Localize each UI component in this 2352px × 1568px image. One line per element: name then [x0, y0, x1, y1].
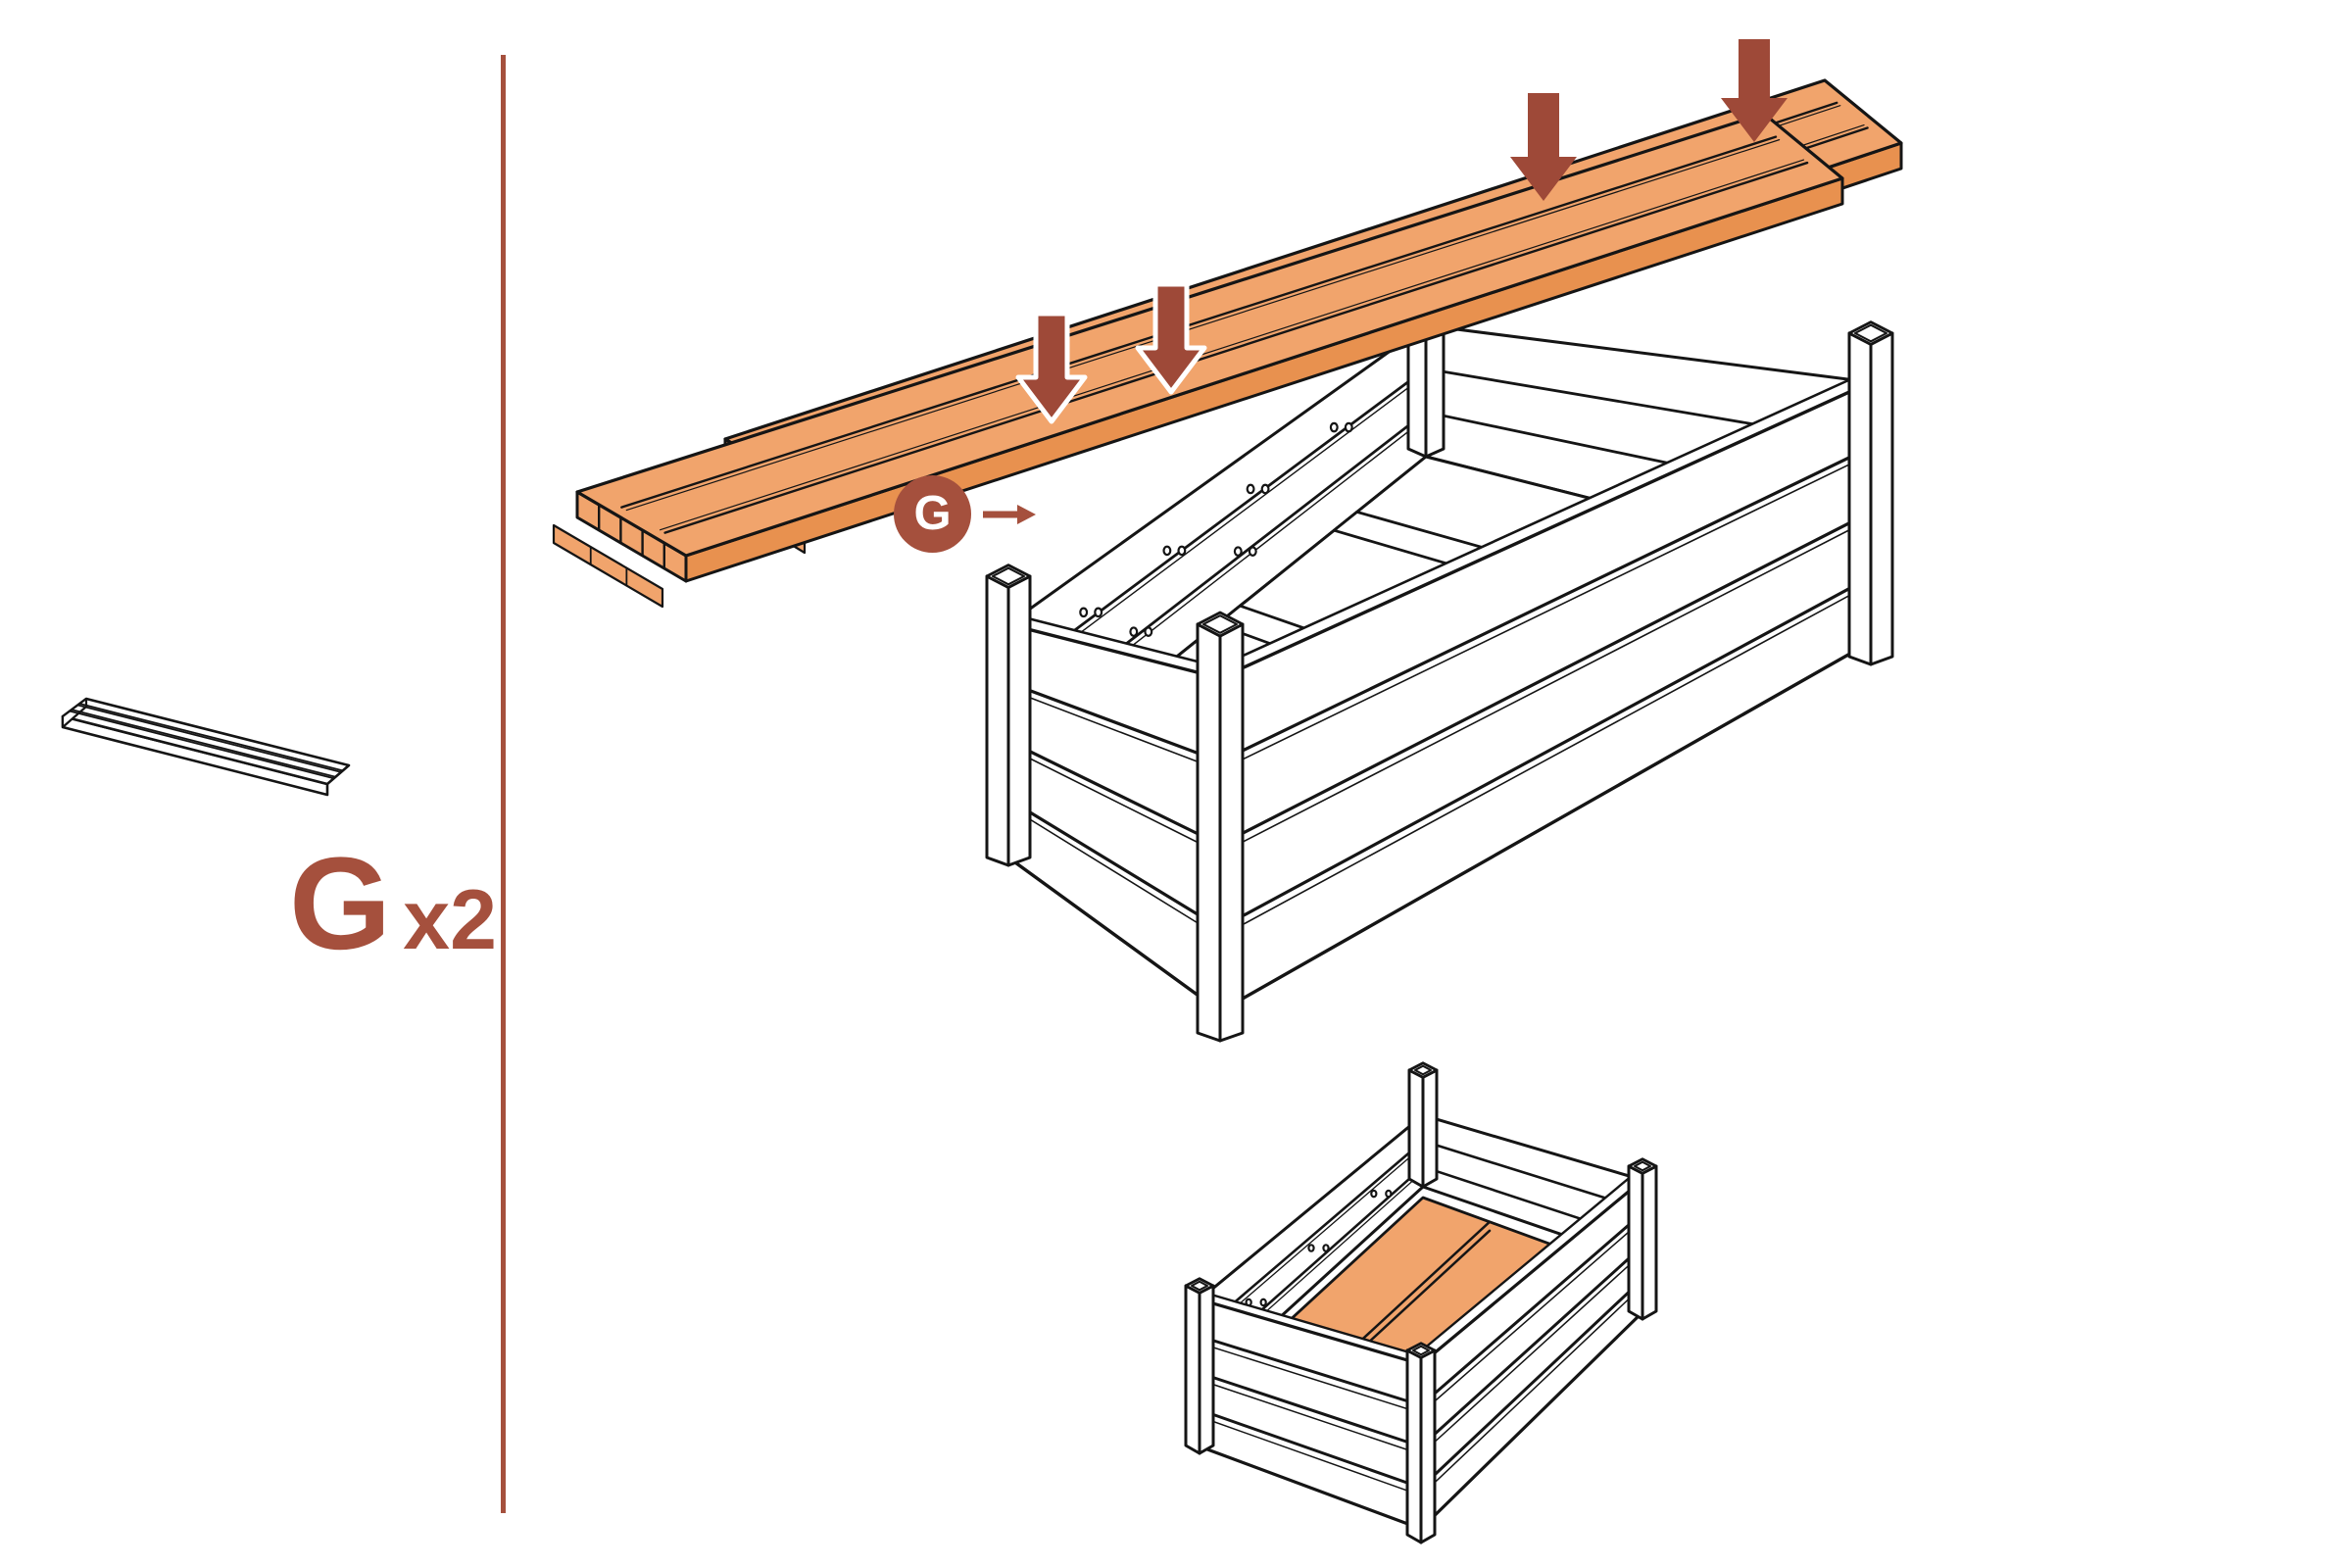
part-quantity: x2	[403, 873, 497, 967]
part-letter: G	[289, 831, 392, 977]
section-divider	[501, 55, 506, 1513]
floor-panels	[552, 78, 1903, 609]
part-g-thumbnail	[61, 697, 351, 797]
part-g-badge-label: G	[913, 487, 952, 540]
completed-box-view	[1184, 1061, 1658, 1544]
down-arrow-icon	[1721, 39, 1788, 142]
down-arrow-icon	[1135, 281, 1207, 395]
main-box	[985, 279, 1894, 1043]
part-g-badge: G	[894, 475, 971, 553]
part-legend: G x2	[289, 839, 497, 970]
down-arrow-icon	[1510, 93, 1577, 201]
placement-arrows	[1015, 39, 1788, 424]
down-arrow-icon	[1015, 311, 1088, 424]
right-arrow-icon	[983, 505, 1036, 524]
